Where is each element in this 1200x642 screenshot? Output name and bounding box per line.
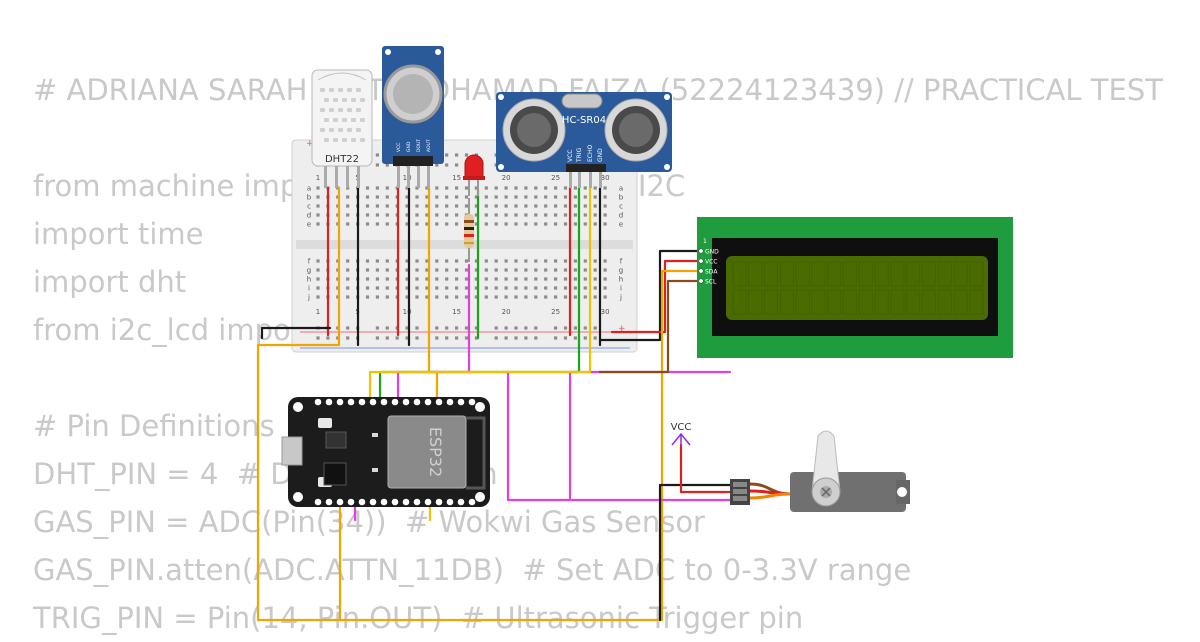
gas-pin-label: DOUT [416, 139, 422, 152]
lcd-1602-display[interactable]: 1 GND VCC SDA SCL [697, 217, 1013, 358]
lcd-pin-label: VCC [705, 259, 717, 266]
row-label: b [307, 194, 312, 202]
row-label: c [619, 203, 623, 211]
code-line: GAS_PIN.atten(ADC.ATTN_11DB) # Set ADC t… [33, 553, 912, 587]
column-label: 25 [551, 174, 560, 182]
row-label: e [307, 221, 311, 229]
wire-lcd-sda [338, 269, 704, 622]
code-line: TRIG_PIN = Pin(14, Pin.OUT) # Ultrasonic… [33, 601, 804, 635]
column-label: 15 [452, 174, 461, 182]
lcd-pin-label: GND [705, 249, 719, 256]
column-label: 30 [601, 174, 610, 182]
wires [256, 186, 742, 622]
wire-lcd-vcc [610, 259, 704, 334]
row-label: a [619, 185, 623, 193]
esp32-board[interactable]: ESP32 [281, 397, 490, 507]
column-label: 20 [502, 174, 511, 182]
row-label: f [620, 258, 623, 266]
code-line: import time [33, 217, 204, 251]
lcd-pin-label: SDA [705, 269, 718, 276]
hc-sr04-pin-label: GND [597, 148, 604, 162]
wire-us-yellow [368, 186, 592, 402]
code-line: GAS_PIN = ADC(Pin(34)) # Wokwi Gas Senso… [33, 505, 705, 539]
row-label: a [307, 185, 311, 193]
gas-sensor[interactable]: VCC GND DOUT AOUT [382, 46, 444, 188]
gas-pin-label: VCC [396, 143, 402, 152]
column-label: 20 [502, 308, 511, 316]
row-label: b [619, 194, 624, 202]
row-label: h [307, 276, 311, 284]
column-label: 25 [551, 308, 560, 316]
code-line: # Pin Definitions [33, 409, 275, 443]
gas-pin-label: AOUT [426, 139, 432, 152]
dht22-sensor[interactable]: DHT22 [311, 69, 373, 188]
hc-sr04-label: HC-SR04 [562, 115, 606, 126]
row-label: h [619, 276, 623, 284]
esp32-label: ESP32 [426, 427, 445, 477]
wire-servo-black [658, 483, 737, 622]
row-label: g [619, 267, 623, 275]
row-label: c [307, 203, 311, 211]
row-label: f [308, 258, 311, 266]
svg-text:1: 1 [703, 238, 707, 245]
row-label: d [307, 212, 311, 220]
code-line: import dht [33, 265, 187, 299]
wire-servo-red [679, 443, 737, 494]
svg-text:+: + [618, 324, 626, 334]
svg-text:+: + [306, 139, 314, 149]
resistor[interactable] [464, 198, 474, 262]
vcc-label: VCC [671, 422, 692, 433]
red-led[interactable] [463, 154, 485, 196]
gas-pin-label: GND [406, 141, 412, 152]
vcc-power-marker: VCC [671, 422, 692, 446]
wire-dht-orange [256, 186, 342, 622]
column-label: 1 [316, 308, 320, 316]
column-label: 30 [601, 308, 610, 316]
wire-magenta-to-servo [506, 370, 732, 502]
row-label: g [307, 267, 311, 275]
row-label: i [308, 285, 310, 293]
row-label: j [307, 294, 310, 302]
wire-gnd-rail [260, 326, 332, 340]
wire-lcd-gnd [598, 249, 704, 342]
row-label: j [619, 294, 622, 302]
column-label: 10 [403, 308, 412, 316]
column-label: 15 [452, 308, 461, 316]
row-label: e [619, 221, 623, 229]
dht22-label: DHT22 [325, 154, 359, 165]
row-label: d [619, 212, 623, 220]
servo-motor[interactable] [730, 430, 910, 512]
wire-lcd-scl [598, 279, 704, 374]
lcd-pin-labels: GND VCC SDA SCL [698, 249, 719, 286]
gas-sensor-pin-labels: VCC GND DOUT AOUT [396, 139, 432, 152]
hc-sr04-pin-label: ECHO [587, 145, 594, 162]
row-label: i [620, 285, 622, 293]
lcd-pin-label: SCL [705, 279, 717, 286]
column-label: 1 [316, 174, 320, 182]
hc-sr04-pin-label: TRIG [576, 147, 583, 163]
hc-sr04-pin-label: VCC [567, 150, 574, 162]
